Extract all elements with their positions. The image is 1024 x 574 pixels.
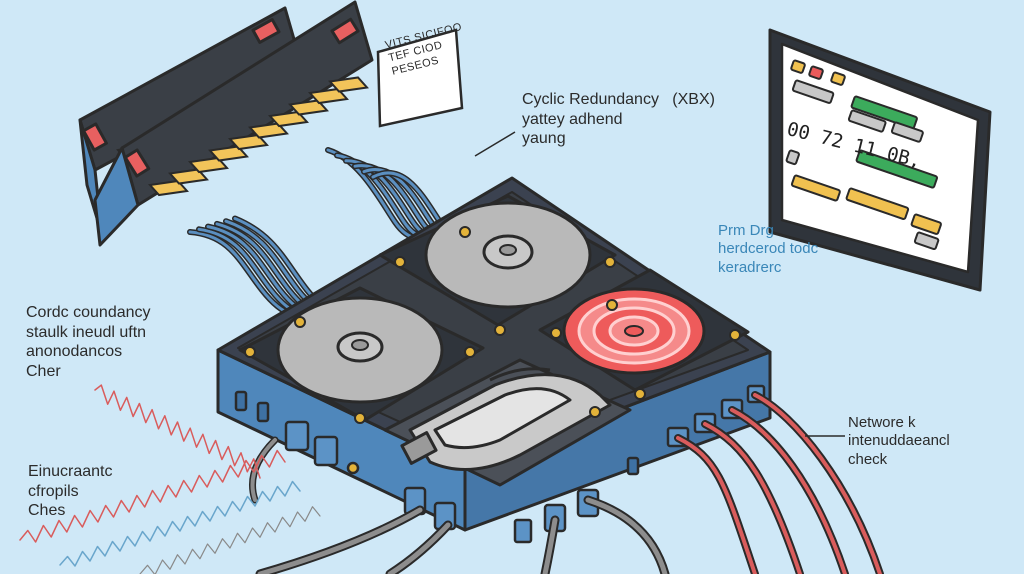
drive-bay-front-open bbox=[383, 358, 632, 487]
left-bottom-label: Einucraantc cfropils Ches bbox=[28, 462, 113, 521]
bay-screws bbox=[244, 226, 741, 424]
signal-waves bbox=[19, 384, 321, 574]
screen-bar bbox=[850, 95, 918, 130]
parity-label-line-2: herdcerod todc bbox=[718, 240, 819, 258]
screw bbox=[394, 256, 406, 268]
network-label-line-3: check bbox=[848, 450, 888, 468]
screw bbox=[634, 388, 646, 400]
drive-bay-right-active bbox=[538, 268, 750, 392]
ram-module-front-icon bbox=[93, 0, 374, 247]
ram-pin bbox=[268, 110, 309, 128]
ram-pin bbox=[288, 99, 329, 116]
crc-label: Cyclic Redundancy (XBX) yattey adhend ya… bbox=[522, 90, 715, 149]
red-cable bbox=[730, 408, 847, 574]
grey-cables-front bbox=[249, 436, 670, 574]
screen-bar bbox=[790, 59, 806, 74]
red-cable bbox=[753, 393, 882, 574]
screen-bar bbox=[845, 187, 910, 220]
screen-bar bbox=[890, 121, 924, 143]
ram-pin bbox=[168, 168, 209, 185]
screw bbox=[294, 316, 306, 328]
ram-pin bbox=[148, 179, 189, 197]
signal-wave bbox=[19, 449, 286, 543]
network-label: Networe k intenuddaeancl check bbox=[848, 414, 950, 469]
screw bbox=[494, 324, 506, 336]
screen-bar bbox=[790, 174, 841, 202]
signal-wave bbox=[139, 506, 321, 574]
crc-label-line-2: yattey adhend bbox=[522, 110, 623, 128]
signal-wave bbox=[59, 480, 301, 567]
left-bottom-label-line-2: cfropils bbox=[28, 482, 79, 500]
parity-label: Prm Drg herdcerod todc keradrerc bbox=[718, 222, 818, 277]
screen-bar bbox=[830, 71, 846, 86]
left-top-label-line-3: anonodancos bbox=[26, 343, 123, 361]
ram-module-front-pins bbox=[148, 76, 369, 197]
port-panel-left bbox=[234, 390, 457, 531]
crc-label-code: (XBX) bbox=[672, 91, 715, 108]
left-bottom-label-line-3: Ches bbox=[28, 502, 66, 520]
signal-wave bbox=[94, 384, 261, 479]
ram-pin bbox=[208, 145, 249, 162]
screw bbox=[354, 412, 366, 424]
parity-label-line-1: Prm Drg bbox=[718, 222, 774, 239]
left-top-label-line-4: Cher bbox=[26, 362, 61, 380]
red-cable-bundle bbox=[674, 391, 884, 574]
ram-pin bbox=[308, 87, 349, 105]
screen-bar bbox=[791, 79, 835, 104]
red-cable bbox=[703, 422, 802, 574]
screw bbox=[459, 226, 471, 238]
ram-pin bbox=[228, 133, 269, 151]
monitor-screen-bars bbox=[785, 59, 942, 251]
left-top-label: Cordc coundancy staulk ineudl uftn anono… bbox=[26, 303, 151, 381]
left-top-label-line-2: staulk ineudl uftn bbox=[26, 323, 147, 341]
screw bbox=[589, 406, 601, 418]
red-cable bbox=[676, 436, 757, 574]
screen-bar bbox=[808, 65, 824, 80]
left-bottom-label-line-1: Einucraantc bbox=[28, 463, 113, 480]
ram-pin bbox=[328, 76, 369, 93]
screw bbox=[604, 256, 616, 268]
pointer-lines bbox=[474, 131, 845, 437]
screw bbox=[729, 329, 741, 341]
crc-label-line-3: yaung bbox=[522, 130, 566, 148]
screen-bar bbox=[910, 213, 942, 235]
screen-bar bbox=[913, 231, 940, 251]
screw bbox=[244, 346, 256, 358]
screw bbox=[464, 346, 476, 358]
crc-label-line-1: Cyclic Redundancy bbox=[522, 91, 659, 108]
screw bbox=[606, 299, 618, 311]
ram-pin bbox=[248, 122, 289, 139]
network-label-line-2: intenuddaeancl bbox=[848, 432, 950, 450]
screen-bar bbox=[847, 109, 887, 133]
left-top-label-line-1: Cordc coundancy bbox=[26, 304, 151, 321]
ram-module-back-icon bbox=[78, 6, 302, 237]
parity-label-line-3: keradrerc bbox=[718, 258, 782, 276]
network-label-line-1: Networe k bbox=[848, 414, 916, 431]
sticky-note-icon bbox=[376, 28, 464, 128]
screw bbox=[550, 327, 562, 339]
red-cable-outline bbox=[701, 420, 804, 574]
screen-bar bbox=[855, 149, 938, 189]
ram-pin bbox=[188, 156, 229, 174]
screen-bar bbox=[785, 149, 800, 166]
